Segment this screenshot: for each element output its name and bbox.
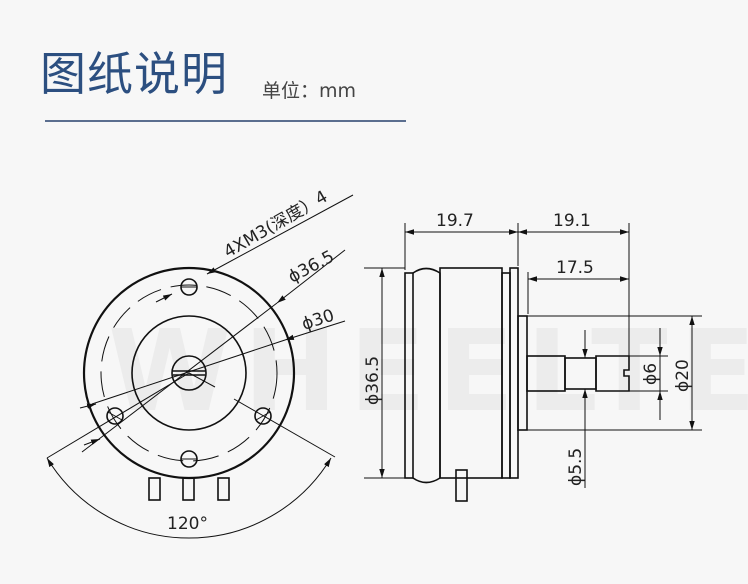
- diameter-30-leader: [284, 320, 346, 341]
- thread-note: 4XM3(深度）4: [221, 187, 332, 263]
- watermark: WHEELTEC: [108, 307, 748, 437]
- unit-label: 单位：mm: [262, 80, 357, 102]
- angle-ext-right: [233, 398, 336, 458]
- diameter-36-5-leader: [276, 249, 346, 304]
- side-pin: [455, 469, 468, 502]
- outer-diameter-label: ϕ36.5: [285, 247, 338, 288]
- groove-diameter-label: ϕ5.5: [566, 448, 586, 486]
- shaft-length-label: 19.1: [553, 211, 591, 231]
- inner-circle: [131, 315, 247, 431]
- terminal-pins: [148, 477, 230, 501]
- shaft-tip: [595, 355, 630, 392]
- rear-cap: [404, 272, 414, 479]
- boss-diameter-label: ϕ20: [673, 359, 693, 392]
- thread-leader: [206, 194, 354, 275]
- angle-ext-left: [46, 372, 190, 459]
- body-length-label: 19.7: [436, 211, 474, 231]
- title-divider: [45, 120, 406, 122]
- angle-arc: [46, 457, 332, 539]
- shaft-exposed-label: 17.5: [556, 258, 594, 278]
- body-diameter-label: ϕ36.5: [363, 356, 383, 405]
- hole-circle-dashed: [100, 284, 278, 462]
- shaft-diameter-label: ϕ6: [641, 363, 661, 385]
- angle-label: 120°: [167, 514, 208, 534]
- shaft-end: [171, 355, 207, 391]
- page-title: 图纸说明: [40, 47, 228, 101]
- side-view: 19.7 19.1 17.5 ϕ36.5 ϕ20 ϕ6 ϕ5.5: [363, 211, 702, 502]
